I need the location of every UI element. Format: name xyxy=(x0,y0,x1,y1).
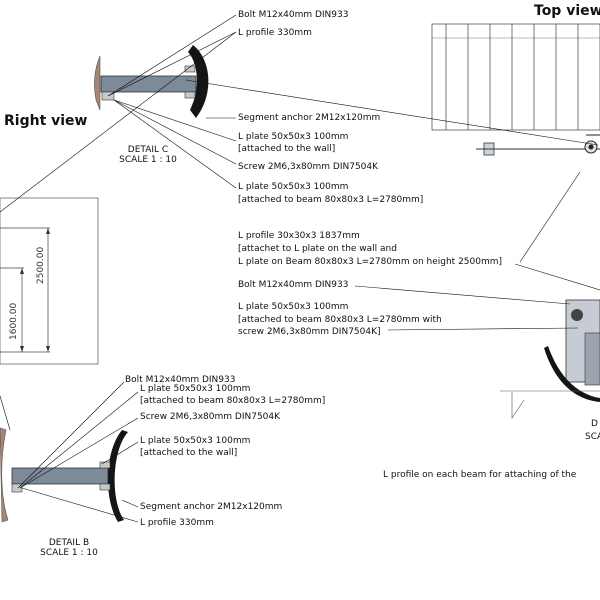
detail-b-l-plate-beam-note: [attached to beam 80x80x3 L=2780mm] xyxy=(140,396,326,406)
top-l-plate-note-1: [attached to beam 80x80x3 L=2780mm with xyxy=(238,315,442,325)
dimension-2500: 2500.00 xyxy=(36,246,46,284)
top-view-bracket xyxy=(476,134,600,156)
detail-b-scale: SCALE 1 : 10 xyxy=(40,548,98,558)
top-bolt-label: Bolt M12x40mm DIN933 xyxy=(238,280,349,290)
detail-b-profile xyxy=(11,467,109,485)
detail-c-l-plate-wall-note: [attached to the wall] xyxy=(238,144,336,154)
detail-c-l-plate xyxy=(188,45,209,118)
detail-c-caption: DETAIL C SCALE 1 : 10 xyxy=(108,145,188,165)
detail-c-screw-label: Screw 2M6,3x80mm DIN7504K xyxy=(238,162,379,172)
detail-b-screw-label: Screw 2M6,3x80mm DIN7504K xyxy=(140,412,281,422)
detail-c-wall xyxy=(94,55,101,111)
detail-b-bolt-label: Bolt M12x40mm DIN933 xyxy=(125,375,236,385)
detail-c-profile xyxy=(100,75,197,93)
detail-b-segment-anchor-label: Segment anchor 2M12x120mm xyxy=(140,502,283,512)
l-profile-long-label: L profile 30x30x3 1837mm xyxy=(238,231,360,241)
detail-c-drawing xyxy=(94,45,209,118)
detail-c-scale: SCALE 1 : 10 xyxy=(119,155,177,165)
detail-c-l-plate-wall-label: L plate 50x50x3 100mm xyxy=(238,132,349,142)
detail-c-l-plate-beam-note: [attached to beam 80x80x3 L=2780mm] xyxy=(238,195,424,205)
detail-b-l-plate-wall-note: [attached to the wall] xyxy=(140,448,238,458)
l-profile-long-note-2: L plate on Beam 80x80x3 L=2780mm on heig… xyxy=(238,257,503,267)
detail-b-l-plate-wall-label: L plate 50x50x3 100mm xyxy=(140,436,251,446)
top-view-drawing xyxy=(431,23,600,156)
leader-lines xyxy=(0,14,600,523)
right-view-title: Right view xyxy=(4,113,88,129)
detail-b-l-plate xyxy=(107,430,128,522)
dimension-1600: 1600.00 xyxy=(9,302,19,340)
right-view-drawing xyxy=(0,197,99,365)
detail-d-scale-fragment: SCA xyxy=(585,432,600,442)
detail-c-l-profile-label: L profile 330mm xyxy=(238,28,312,38)
detail-b-wall xyxy=(0,427,9,523)
detail-c-segment-anchor-label: Segment anchor 2M12x120mm xyxy=(238,113,381,123)
detail-b-title: DETAIL B xyxy=(48,538,90,548)
detail-c-bolt-label: Bolt M12x40mm DIN933 xyxy=(238,10,349,20)
top-l-plate-label: L plate 50x50x3 100mm xyxy=(238,302,349,312)
detail-c-l-plate-beam-label: L plate 50x50x3 100mm xyxy=(238,182,349,192)
l-profile-long-note-1: [attachet to L plate on the wall and xyxy=(238,244,397,254)
detail-b-caption: DETAIL B SCALE 1 : 10 xyxy=(24,538,114,558)
bottom-note: L profile on each beam for attaching of … xyxy=(383,470,577,480)
detail-c-title: DETAIL C xyxy=(127,145,169,155)
top-view-beams xyxy=(431,23,600,131)
top-l-plate-note-2: screw 2M6,3x80mm DIN7504K] xyxy=(238,327,381,337)
detail-b-l-plate-beam-label: L plate 50x50x3 100mm xyxy=(140,384,251,394)
detail-d-fragment xyxy=(500,299,600,419)
detail-d-title-fragment: D xyxy=(591,419,598,429)
top-view-title: Top view xyxy=(534,3,600,19)
detail-b-drawing xyxy=(0,427,128,523)
detail-b-l-profile-label: L profile 330mm xyxy=(140,518,214,528)
